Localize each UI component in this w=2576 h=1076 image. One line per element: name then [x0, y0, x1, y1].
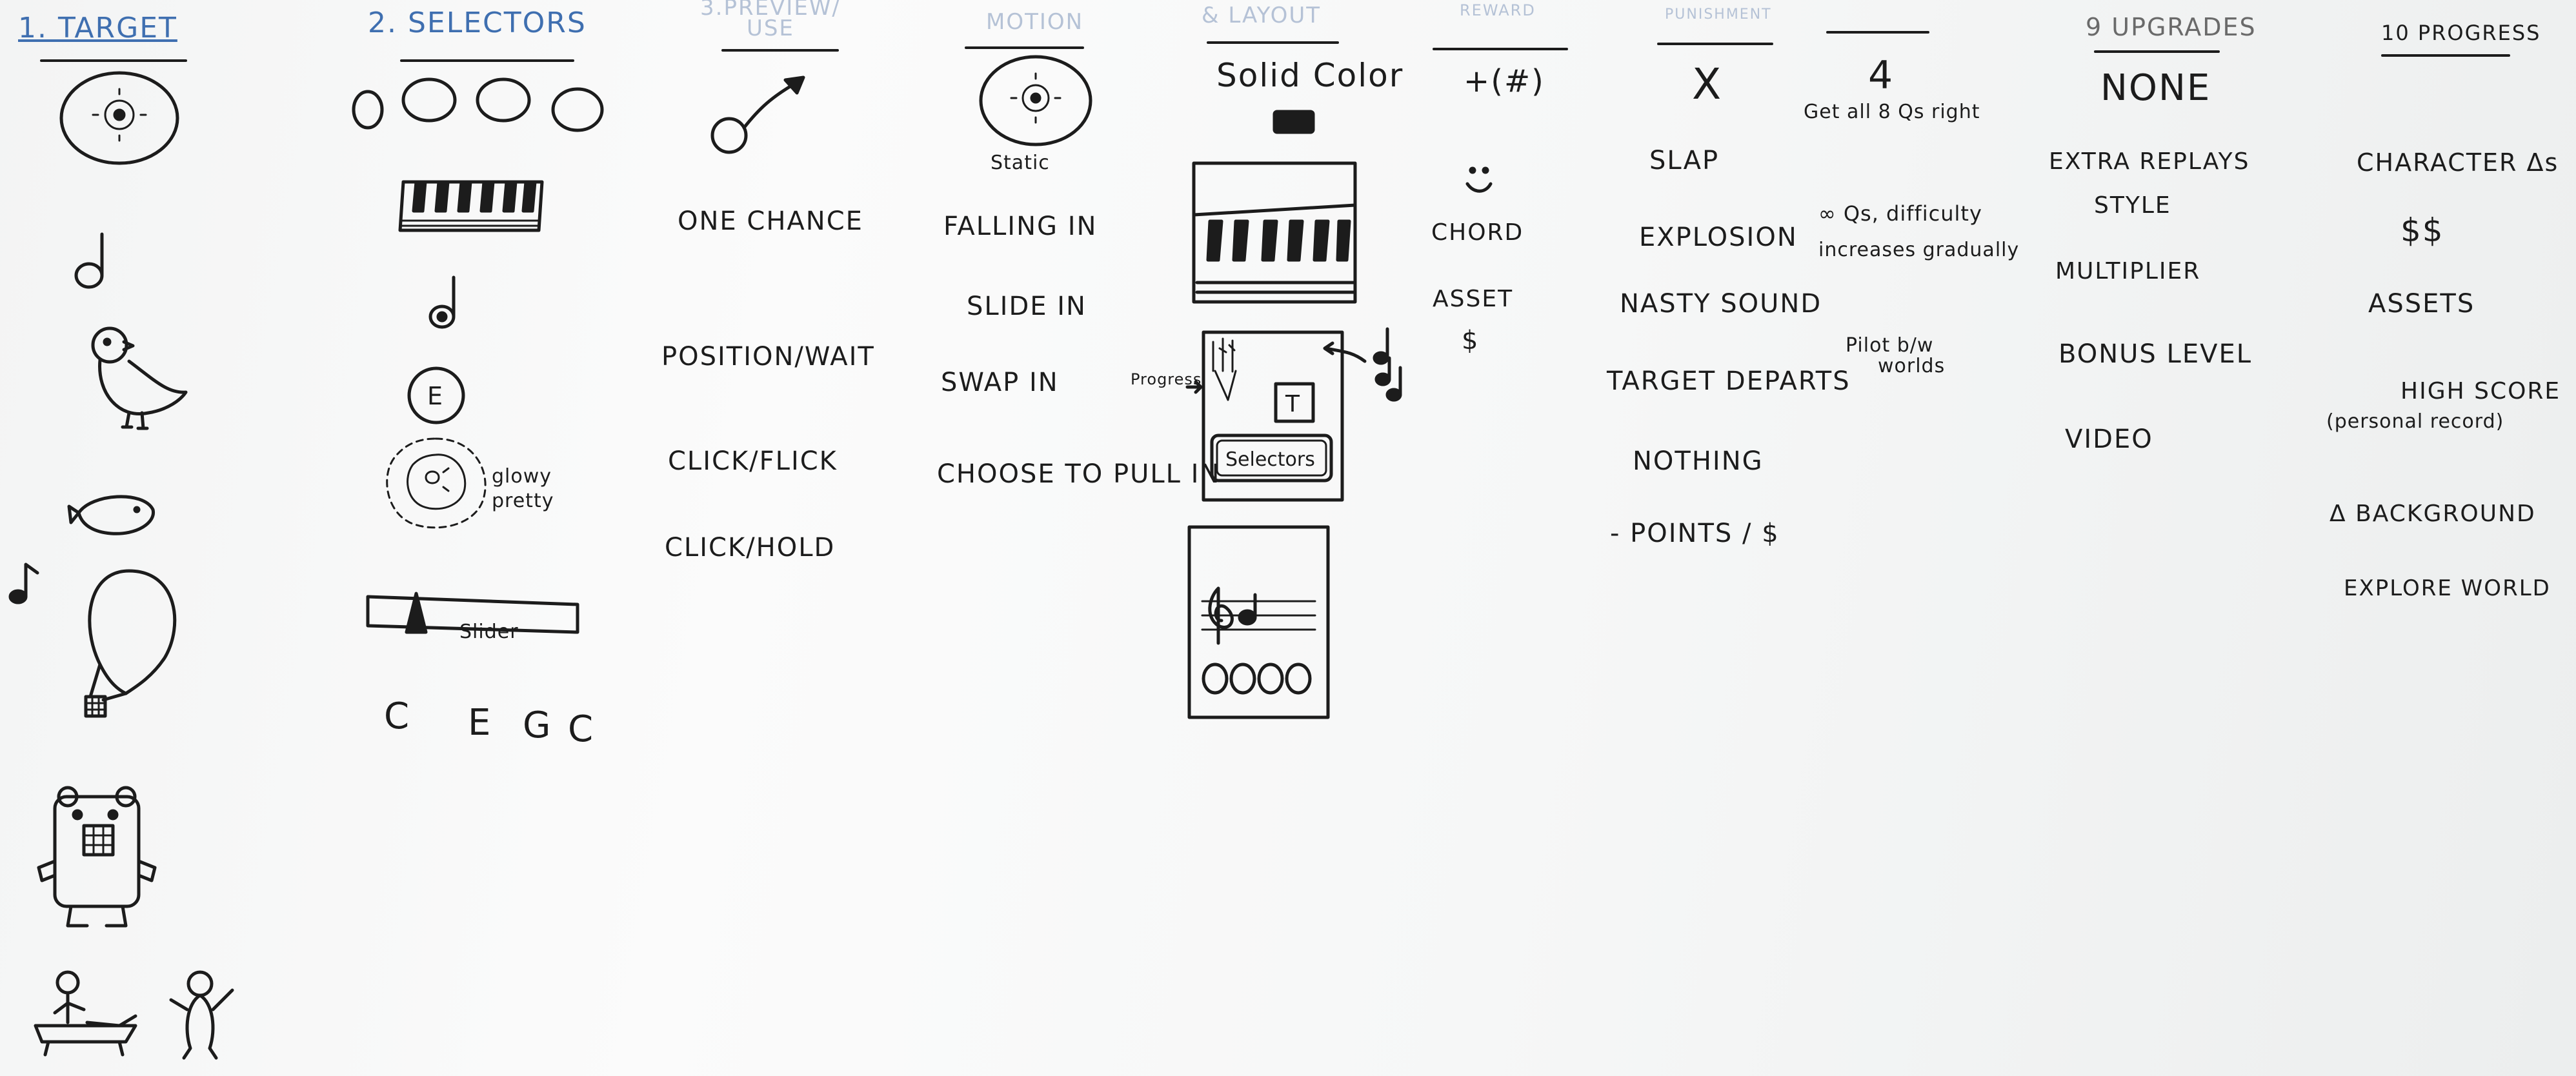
upgrades-item: VIDEO [2065, 424, 2153, 454]
motion-item: FALLING IN [943, 212, 1098, 241]
column-header: 3.PREVIEW/ USE [700, 0, 841, 41]
punishment-item: EXPLOSION [1639, 223, 1798, 252]
upgrades-item: MULTIPLIER [2055, 258, 2201, 284]
reward-item: CHORD [1431, 219, 1524, 246]
header-underline [1826, 31, 1929, 34]
header-underline [1657, 43, 1773, 45]
levels-item: worlds [1878, 355, 1946, 377]
robot-bear-sketch [37, 786, 157, 928]
punishment-item: TARGET DEPARTS [1607, 366, 1851, 396]
slider-label: Slider [459, 621, 519, 643]
upgrades-item: NONE [2100, 67, 2211, 109]
column-header: 9 UPGRADES [2086, 13, 2257, 41]
progress-item: $$ [2400, 212, 2444, 249]
column-header: & LAYOUT [1202, 3, 1321, 28]
column-header: 10 PROGRESS [2381, 21, 2541, 45]
motion-item: SLIDE IN [967, 292, 1087, 321]
punishment-item: NASTY SOUND [1620, 289, 1822, 319]
header-underline [1433, 48, 1568, 50]
progress-label: Progress [1131, 370, 1202, 388]
column-header: MOTION [986, 9, 1084, 35]
hot-air-balloon-sketch [84, 569, 177, 718]
header-underline [40, 59, 187, 62]
note-g: G [523, 704, 552, 746]
glow-note: glowy pretty [492, 465, 554, 512]
progress-item: Δ BACKGROUND [2329, 501, 2536, 527]
header-underline [2094, 50, 2220, 53]
stick-figures-sketch [34, 970, 234, 1060]
smiley-sketch [1465, 166, 1493, 193]
column-header: 1. TARGET [18, 12, 177, 45]
layout-item: Solid Color [1216, 57, 1404, 94]
staff-layout-sketch [1187, 525, 1330, 719]
punishment-item: NOTHING [1633, 446, 1764, 476]
header-underline [965, 46, 1084, 49]
punishment-item: X [1692, 59, 1723, 109]
levels-item: ∞ Qs, difficulty [1818, 201, 1982, 226]
column-header: 2. SELECTORS [368, 6, 587, 39]
preview-item: CLICK/FLICK [668, 446, 838, 476]
preview-item: POSITION/WAIT [661, 342, 875, 372]
punishment-item: - POINTS / $ [1610, 519, 1780, 548]
static-target-sketch [979, 55, 1092, 146]
header-underline [1207, 41, 1339, 44]
e-circle-sketch: E [407, 366, 465, 424]
reward-item: ASSET [1433, 286, 1514, 312]
upgrades-item: BONUS LEVEL [2058, 339, 2253, 369]
flick-arrow-sketch [710, 75, 805, 154]
levels-item: 4 [1868, 53, 1895, 98]
progress-layout-sketch: T Selectors [1185, 327, 1402, 502]
whole-note-sketch [428, 275, 456, 329]
half-note-sketch [74, 232, 104, 289]
upgrades-item: STYLE [2094, 192, 2171, 219]
reward-item: +(#) [1464, 63, 1545, 99]
selector-circles-sketch [352, 77, 604, 132]
punishment-item: SLAP [1649, 146, 1720, 175]
selectors-box-label: Selectors [1225, 448, 1315, 471]
preview-item: ONE CHANCE [678, 206, 863, 236]
target-disc-sketch [59, 71, 179, 165]
t-box-label: T [1285, 391, 1300, 417]
column-header: REWARD [1460, 1, 1536, 19]
static-label: Static [991, 152, 1050, 174]
color-swatch-sketch [1273, 110, 1315, 134]
header-underline [400, 59, 574, 62]
motion-item: CHOOSE TO PULL IN [937, 459, 1221, 489]
levels-item: Get all 8 Qs right [1804, 101, 1980, 123]
reward-item: $ [1462, 326, 1480, 355]
preview-item: CLICK/HOLD [665, 533, 836, 563]
levels-item: increases gradually [1818, 239, 2020, 261]
e-circle-label: E [427, 382, 443, 410]
progress-item: CHARACTER Δs [2357, 148, 2559, 177]
column-header: PUNISHMENT [1665, 6, 1772, 23]
note-c1: C [384, 695, 411, 737]
glowing-circle-sketch [386, 437, 487, 529]
motion-item: SWAP IN [941, 368, 1059, 397]
bird-sketch [91, 326, 188, 430]
header-underline [2381, 54, 2510, 57]
progress-item: HIGH SCORE [2400, 378, 2561, 404]
progress-item: ASSETS [2368, 289, 2475, 319]
levels-item: Pilot b/w [1846, 334, 1934, 357]
note-e: E [468, 702, 492, 744]
header-underline [721, 49, 839, 52]
piano-keys-sketch [398, 180, 544, 232]
slider-sketch [366, 592, 579, 634]
upgrades-item: EXTRA REPLAYS [2049, 148, 2250, 175]
eighth-note-sketch [8, 563, 39, 604]
progress-item: EXPLORE WORLD [2344, 575, 2551, 601]
piano-layout-sketch [1192, 161, 1357, 304]
progress-item: (personal record) [2326, 410, 2504, 433]
note-c2: C [568, 708, 595, 750]
whale-sketch [67, 495, 155, 535]
